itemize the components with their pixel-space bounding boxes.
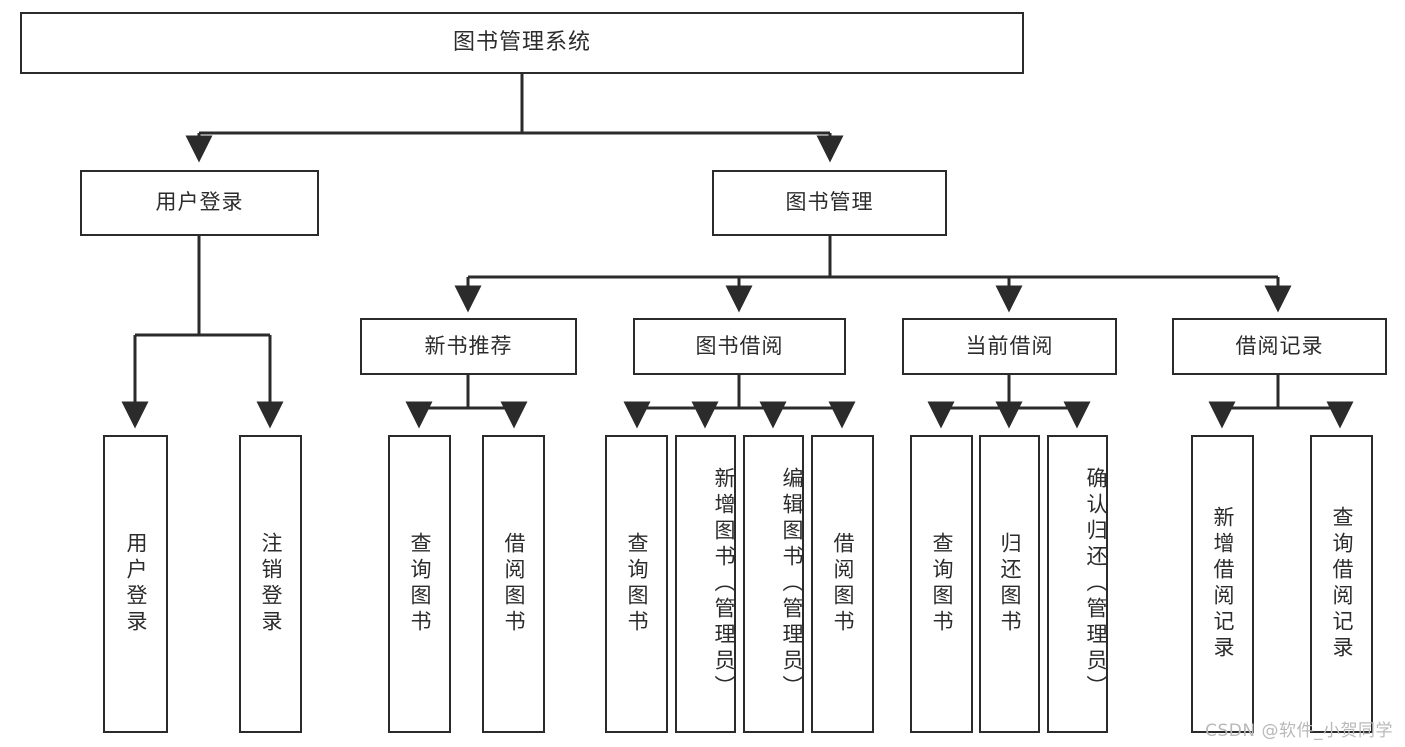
node-book-borrow[interactable]: 图书借阅 — [633, 318, 846, 375]
node-book-management[interactable]: 图书管理 — [712, 170, 947, 236]
leaf-query-book-borrow[interactable]: 查询图书 — [605, 435, 668, 733]
leaf-confirm-return-admin[interactable]: 确认归还（管理员） — [1047, 435, 1108, 733]
csdn-watermark: CSDN @软件_小贺同学 — [1205, 721, 1393, 741]
leaf-borrow-book[interactable]: 借阅图书 — [811, 435, 874, 733]
node-new-book-recommend[interactable]: 新书推荐 — [360, 318, 577, 375]
leaf-user-login[interactable]: 用户登录 — [103, 435, 168, 733]
node-borrow-record[interactable]: 借阅记录 — [1172, 318, 1387, 375]
leaf-logout[interactable]: 注销登录 — [239, 435, 302, 733]
node-root-book-management-system[interactable]: 图书管理系统 — [20, 12, 1024, 74]
node-user-login[interactable]: 用户登录 — [80, 170, 319, 236]
leaf-add-book-admin[interactable]: 新增图书（管理员） — [675, 435, 736, 733]
leaf-return-book[interactable]: 归还图书 — [979, 435, 1040, 733]
leaf-borrow-book-recommend[interactable]: 借阅图书 — [482, 435, 545, 733]
leaf-query-borrow-record[interactable]: 查询借阅记录 — [1310, 435, 1373, 733]
leaf-add-borrow-record[interactable]: 新增借阅记录 — [1191, 435, 1254, 733]
node-current-borrow[interactable]: 当前借阅 — [902, 318, 1117, 375]
leaf-query-book-recommend[interactable]: 查询图书 — [388, 435, 451, 733]
leaf-query-book-current[interactable]: 查询图书 — [910, 435, 973, 733]
leaf-edit-book-admin[interactable]: 编辑图书（管理员） — [743, 435, 804, 733]
